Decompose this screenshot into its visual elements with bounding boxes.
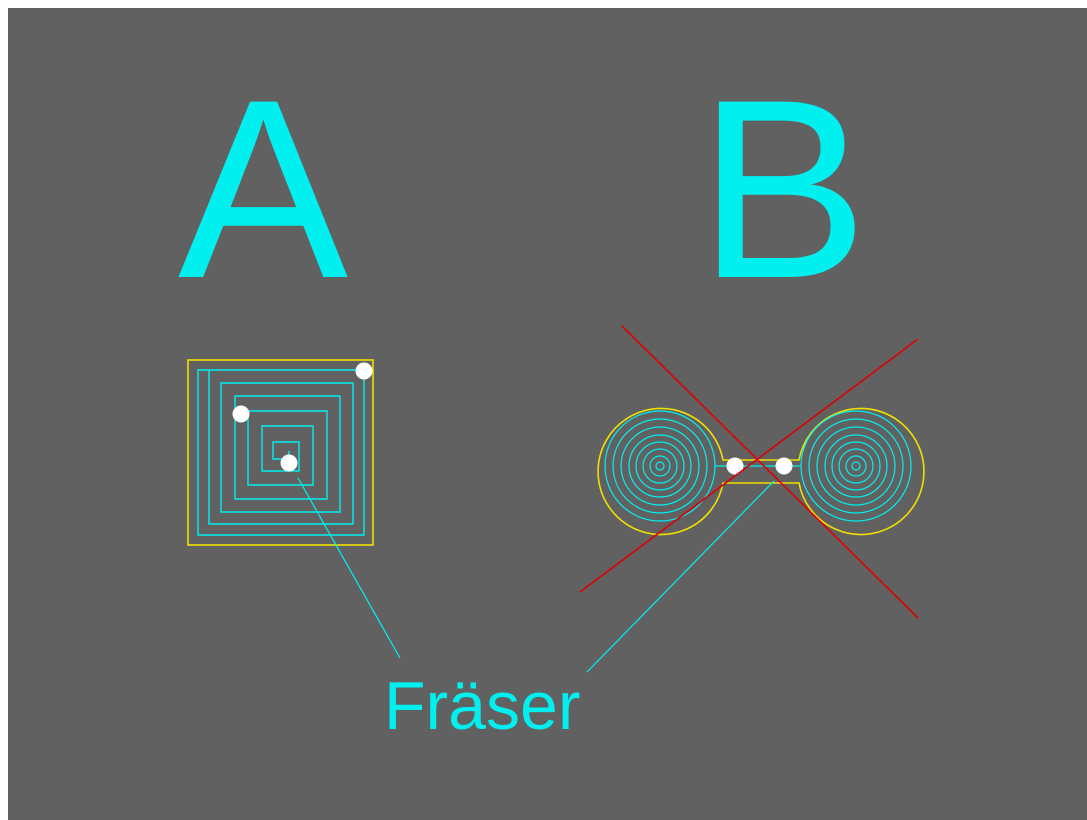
- cutter-a-1: [355, 362, 373, 380]
- diagram-graphics: [187, 325, 925, 673]
- toolpath-b-left-rings: [604, 410, 716, 522]
- label-leaders: [297, 477, 775, 673]
- pocket-b-outline: [597, 407, 925, 536]
- panel-a-label: A: [178, 47, 349, 332]
- pocket-a-outline: [187, 359, 374, 546]
- cutter-a-2: [232, 405, 250, 423]
- cutter-b-1: [726, 457, 744, 475]
- cutter-label: Fräser: [384, 668, 581, 744]
- panel-b-pocket: [579, 325, 925, 619]
- invalid-cross-mark: [579, 325, 919, 619]
- panel-b-label: B: [698, 47, 869, 332]
- panel-a-pocket: [187, 359, 374, 546]
- cutter-b-2: [775, 457, 793, 475]
- toolpath-a-spiral: [197, 369, 365, 536]
- diagram-canvas: A B Fräser: [8, 8, 1087, 820]
- leader-line-a: [297, 477, 401, 659]
- cutter-a-3: [280, 454, 298, 472]
- leader-line-b: [586, 480, 775, 673]
- toolpath-b-right-rings: [800, 410, 912, 522]
